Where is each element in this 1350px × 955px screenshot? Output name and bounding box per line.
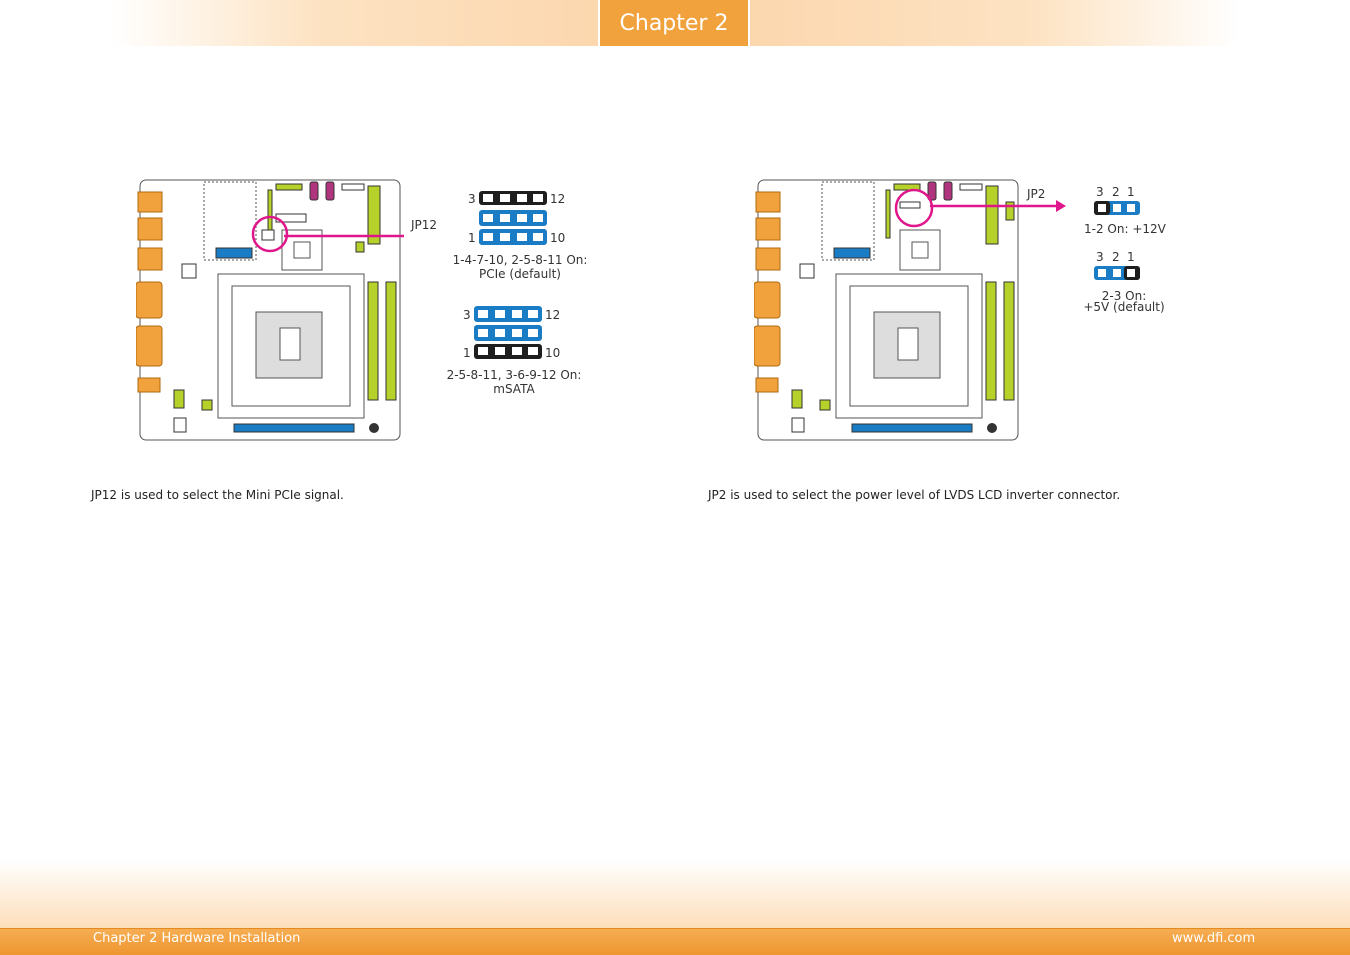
pin-label-2: 2 xyxy=(1112,185,1120,199)
jumper-diagram-jp2-5v xyxy=(1094,266,1140,280)
pin-label-10: 10 xyxy=(545,346,561,360)
pin-label-1: 1 xyxy=(1127,250,1135,264)
pin-label-3: 3 xyxy=(468,192,476,206)
connector-label-jp2: JP2 xyxy=(1027,187,1046,201)
description-jp2: JP2 is used to select the power level of… xyxy=(708,488,1121,502)
pin-label-12: 12 xyxy=(550,192,566,206)
footer-bar xyxy=(0,928,1350,955)
jumper-diagram-jp2-12v xyxy=(1094,201,1140,215)
pin-label-3: 3 xyxy=(1096,185,1104,199)
jumper-diagram-jp12-pcie xyxy=(479,191,547,245)
pin-label-1: 1 xyxy=(468,231,476,245)
pin-label-1: 1 xyxy=(463,346,471,360)
footer-website-link[interactable]: www.dfi.com xyxy=(1172,931,1256,946)
chapter-tab[interactable]: Chapter 2 xyxy=(598,0,750,46)
pin-label-2: 2 xyxy=(1112,250,1120,264)
description-jp12: JP12 is used to select the Mini PCIe sig… xyxy=(91,488,344,502)
motherboard-diagram-right xyxy=(754,179,1066,441)
setting-pcie-line1: 1-4-7-10, 2-5-8-11 On: xyxy=(452,253,588,267)
pin-label-3: 3 xyxy=(463,308,471,322)
setting-msata-line1: 2-5-8-11, 3-6-9-12 On: xyxy=(446,368,582,382)
jumper-row-top xyxy=(479,191,547,205)
motherboard-diagram-left xyxy=(136,179,404,441)
setting-pcie-line2: PCIe (default) xyxy=(479,267,561,281)
footer-chapter-text: Chapter 2 Hardware Installation xyxy=(93,931,301,946)
pin-label-1: 1 xyxy=(1127,185,1135,199)
pin-label-3: 3 xyxy=(1096,250,1104,264)
setting-5v-line1: 2-3 On: xyxy=(1101,289,1147,303)
setting-12v: 1-2 On: +12V xyxy=(1084,222,1166,236)
jumper-diagram-jp12-msata xyxy=(474,306,542,359)
pin-label-10: 10 xyxy=(550,231,566,245)
setting-5v-line2: +5V (default) xyxy=(1083,300,1165,314)
connector-label-jp12: JP12 xyxy=(411,218,438,232)
pin-label-12: 12 xyxy=(545,308,561,322)
setting-msata-line2: mSATA xyxy=(493,382,535,396)
